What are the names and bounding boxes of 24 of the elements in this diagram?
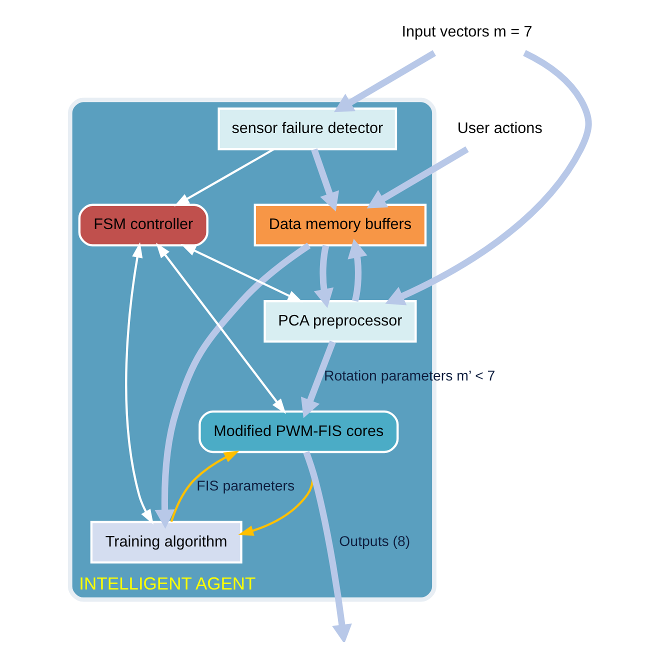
arrow: [300, 340, 336, 418]
node-box: PCA preprocessor: [263, 300, 416, 343]
arrow: [310, 148, 339, 212]
arrow: [313, 244, 334, 308]
node-box: Data memory buffers: [253, 204, 426, 246]
edge-label: Outputs (8): [338, 534, 410, 550]
arrow: [155, 242, 286, 414]
node-box: Training algorithm: [90, 520, 242, 564]
arrow: [180, 244, 302, 302]
edge-label: FIS parameters: [196, 478, 294, 495]
node-text: Input vectors m = 7: [401, 24, 532, 41]
arrow: [333, 50, 436, 112]
node-text: User actions: [456, 120, 542, 137]
arrow: [366, 146, 468, 208]
node-box: sensor failure detector: [217, 108, 397, 150]
arrow: [124, 242, 154, 525]
arrow: [170, 450, 239, 522]
node-box: FSM controller: [78, 204, 208, 246]
arrow: [347, 238, 367, 302]
arrow: [154, 242, 310, 529]
arrow: [302, 450, 352, 642]
node-box: Modified PWM-FIS cores: [198, 410, 398, 454]
arrow: [384, 50, 592, 306]
arrow: [174, 148, 274, 206]
